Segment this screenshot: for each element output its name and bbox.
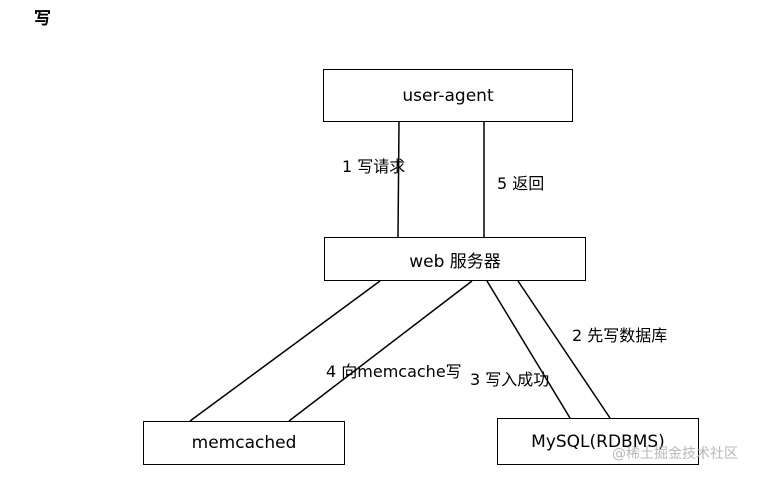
edge-label-return: 5 返回 [497, 174, 545, 193]
edge-write-success-line [486, 280, 571, 419]
edge-write-memcache-line [288, 280, 473, 422]
edge-label-write-success: 3 写入成功 [470, 370, 550, 389]
web-server-node: web 服务器 [324, 237, 586, 281]
web-server-label: web 服务器 [409, 251, 501, 272]
edge-label-write-database: 2 先写数据库 [572, 326, 668, 345]
user-agent-node: user-agent [323, 69, 573, 122]
memcached-node: memcached [143, 421, 345, 465]
section-heading: 写 [34, 9, 51, 29]
edge-write-request-line [397, 121, 400, 238]
memcached-label: memcached [191, 433, 297, 453]
mysql-node: MySQL(RDBMS) [497, 418, 699, 465]
user-agent-label: user-agent [402, 85, 494, 106]
edge-memcached-line-a [189, 280, 381, 422]
mysql-label: MySQL(RDBMS) [531, 431, 665, 452]
watermark: @稀土掘金技术社区 [612, 446, 738, 462]
edge-write-database-line [517, 280, 611, 419]
edge-label-write-request: 1 写请求 [342, 157, 406, 176]
edge-label-write-memcache: 4 向memcache写 [326, 362, 462, 381]
